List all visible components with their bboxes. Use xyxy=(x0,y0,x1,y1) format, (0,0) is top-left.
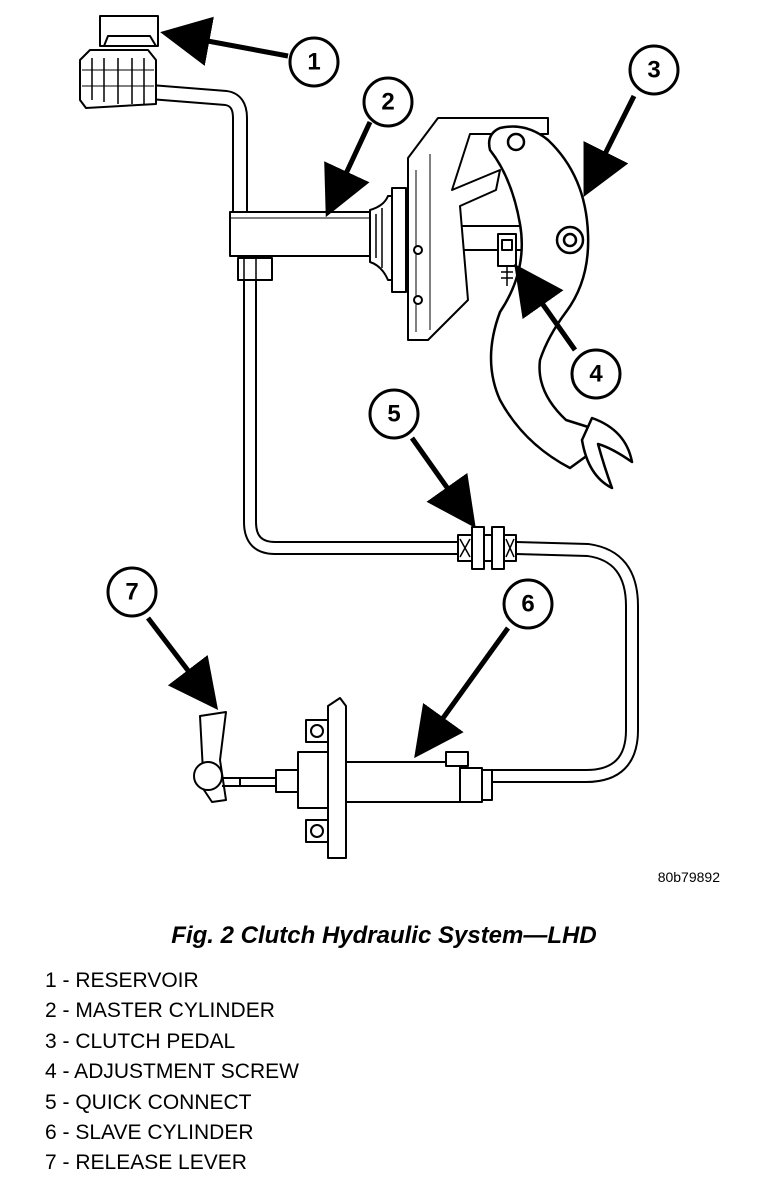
callout-3: 3 xyxy=(628,44,680,96)
clutch-pedal xyxy=(487,125,634,490)
callout-6: 6 xyxy=(502,578,554,630)
callout-number: 5 xyxy=(387,401,400,428)
callout-5: 5 xyxy=(368,388,420,440)
clutch-hydraulic-diagram: 1 2 3 4 5 6 7 80b79892 xyxy=(79,15,721,885)
arrow-6 xyxy=(414,626,511,759)
arrow-4 xyxy=(514,263,578,352)
callout-number: 1 xyxy=(307,49,320,76)
legend-item: 4 - ADJUSTMENT SCREW xyxy=(45,1060,299,1084)
figure-caption: Fig. 2 Clutch Hydraulic System—LHD xyxy=(171,922,597,949)
callout-1: 1 xyxy=(288,36,340,88)
callout-circle xyxy=(288,36,340,88)
reservoir xyxy=(79,15,159,109)
leader-arrows xyxy=(146,16,637,759)
callout-number: 2 xyxy=(381,89,394,116)
callout-circle xyxy=(362,76,414,128)
pedal-bracket xyxy=(407,117,549,341)
arrow-7 xyxy=(146,616,219,710)
slave-cylinder xyxy=(240,697,493,859)
legend-item: 5 - QUICK CONNECT xyxy=(45,1090,252,1114)
master-to-quick-connect-line xyxy=(243,280,458,555)
callout-number: 3 xyxy=(647,57,660,84)
adjustment-screw xyxy=(497,233,517,286)
callout-4: 4 xyxy=(570,348,622,400)
arrow-3 xyxy=(583,94,637,197)
callout-circle xyxy=(570,348,622,400)
quick-connect xyxy=(457,526,517,570)
callout-circle xyxy=(106,566,158,618)
legend-item: 3 - CLUTCH PEDAL xyxy=(45,1029,236,1053)
arrow-2 xyxy=(324,120,373,218)
callout-7: 7 xyxy=(106,566,158,618)
legend-item: 1 - RESERVOIR xyxy=(45,969,199,992)
callout-2: 2 xyxy=(362,76,414,128)
quick-connect-to-slave-line xyxy=(492,541,639,783)
release-lever xyxy=(193,711,241,803)
callout-circle xyxy=(502,578,554,630)
arrow-1 xyxy=(160,16,289,66)
arrow-5 xyxy=(409,436,476,529)
callout-number: 6 xyxy=(521,591,534,618)
reservoir-hose xyxy=(149,84,248,222)
callout-circle xyxy=(368,388,420,440)
legend-item: 6 - SLAVE CYLINDER xyxy=(45,1121,254,1145)
callout-number: 4 xyxy=(589,361,603,388)
legend: 1 - RESERVOIR 2 - MASTER CYLINDER 3 - CL… xyxy=(45,966,299,1179)
legend-item: 7 - RELEASE LEVER xyxy=(45,1151,247,1175)
figure-code: 80b79892 xyxy=(658,869,721,885)
callout-circle xyxy=(628,44,680,96)
callout-number: 7 xyxy=(125,579,138,606)
legend-item: 2 - MASTER CYLINDER xyxy=(45,999,275,1023)
